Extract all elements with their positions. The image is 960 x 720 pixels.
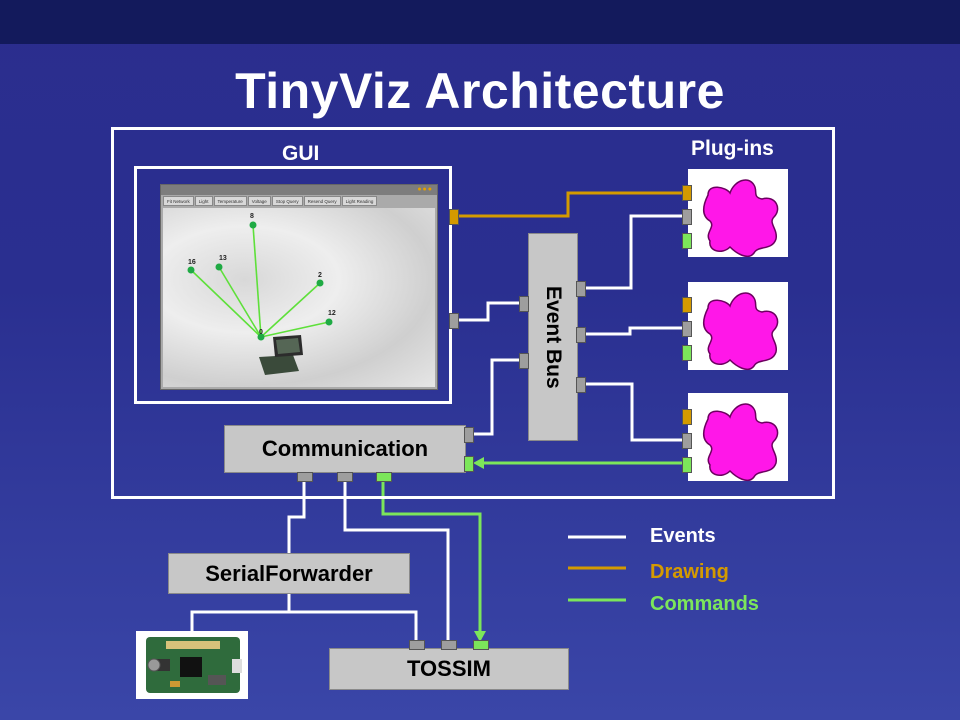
circuit-board-icon — [146, 637, 242, 693]
node-label: 16 — [188, 259, 196, 266]
gui-label: GUI — [282, 142, 320, 165]
event-bus-label: Event Bus — [542, 285, 565, 389]
tossim-port — [409, 640, 425, 650]
network-link — [218, 266, 262, 338]
plugin-drawing-port — [682, 297, 692, 313]
network-link — [252, 224, 262, 338]
network-link — [190, 269, 262, 338]
event-bus-port — [576, 327, 586, 343]
top-bar — [0, 0, 960, 44]
event-bus-port — [576, 377, 586, 393]
communication-label: Communication — [261, 436, 429, 461]
events-connector — [583, 326, 686, 336]
mote-board-image — [136, 631, 248, 699]
events-connector — [583, 382, 686, 442]
legend-events-label: Events — [650, 525, 716, 547]
event-bus-port — [576, 281, 586, 297]
screenshot-titlebar: ●●● — [161, 185, 437, 195]
legend-commands-label: Commands — [650, 593, 759, 615]
event-bus-box: Event Bus — [528, 233, 578, 441]
events-connector — [343, 480, 450, 640]
plugin-command-port — [682, 233, 692, 249]
communication-command-port — [376, 472, 392, 482]
plugin-event-port — [682, 433, 692, 449]
commands-arrowhead — [473, 457, 484, 469]
plugins-label: Plug-ins — [691, 137, 774, 160]
tinyviz-frame — [111, 127, 835, 499]
plugin-3 — [688, 393, 788, 481]
events-connector — [472, 358, 523, 436]
communication-command-port — [464, 456, 474, 472]
node-label: 0 — [259, 329, 263, 336]
commands-arrowhead — [474, 631, 486, 642]
event-bus-port — [519, 353, 529, 369]
events-connector — [583, 214, 686, 290]
gui-drawing-port — [449, 209, 459, 225]
page-title: TinyViz Architecture — [235, 63, 725, 119]
legend-drawing-label: Drawing — [650, 561, 729, 583]
communication-port — [337, 472, 353, 482]
event-bus-port — [519, 296, 529, 312]
node-label: 13 — [219, 255, 227, 262]
node-label: 8 — [250, 213, 254, 220]
laptop-icon — [259, 335, 303, 375]
screenshot-tab: Resend Query — [303, 196, 341, 206]
screenshot-tab: Stop Query — [271, 196, 303, 206]
drawing-connector — [457, 191, 686, 218]
plugin-event-port — [682, 209, 692, 225]
plugin-event-port — [682, 321, 692, 337]
gui-screenshot: ●●● Fit Network Light Temperature Voltag… — [160, 184, 438, 390]
screenshot-tab: Light Reading — [341, 196, 378, 206]
communication-port — [297, 472, 313, 482]
network-link — [260, 282, 321, 338]
communication-box: Communication — [224, 425, 466, 473]
screenshot-tab: Light — [194, 196, 213, 206]
serial-forwarder-label: SerialForwarder — [205, 560, 373, 586]
plugin-command-port — [682, 345, 692, 361]
node-label: 2 — [318, 272, 322, 279]
gui-box — [134, 166, 452, 404]
node-label: 12 — [328, 310, 336, 317]
screenshot-tab: Fit Network — [163, 196, 194, 206]
tossim-label: TOSSIM — [407, 656, 491, 681]
network-node — [187, 266, 195, 274]
network-node — [215, 263, 223, 271]
tossim-command-port — [473, 640, 489, 650]
screenshot-tab: Voltage — [247, 196, 271, 206]
tossim-box: TOSSIM — [329, 648, 569, 690]
network-node — [257, 333, 265, 341]
network-link — [260, 321, 330, 338]
plugin-1 — [688, 169, 788, 257]
gui-event-port — [449, 313, 459, 329]
serial-forwarder-box: SerialForwarder — [168, 553, 410, 594]
window-controls-icon: ●●● — [417, 186, 433, 193]
plugin-drawing-port — [682, 185, 692, 201]
events-connector — [457, 301, 523, 322]
network-canvas — [163, 208, 435, 387]
plugin-2 — [688, 282, 788, 370]
plugin-drawing-port — [682, 409, 692, 425]
network-graph: 8 16 13 2 12 0 — [187, 213, 336, 375]
events-connector — [190, 610, 418, 640]
screenshot-tabs: Fit Network Light Temperature Voltage St… — [163, 196, 378, 206]
network-node — [316, 279, 324, 287]
network-node — [249, 221, 257, 229]
tossim-port — [441, 640, 457, 650]
screenshot-tab: Temperature — [213, 196, 247, 206]
communication-event-port — [464, 427, 474, 443]
network-node — [325, 318, 333, 326]
plugin-command-port — [682, 457, 692, 473]
